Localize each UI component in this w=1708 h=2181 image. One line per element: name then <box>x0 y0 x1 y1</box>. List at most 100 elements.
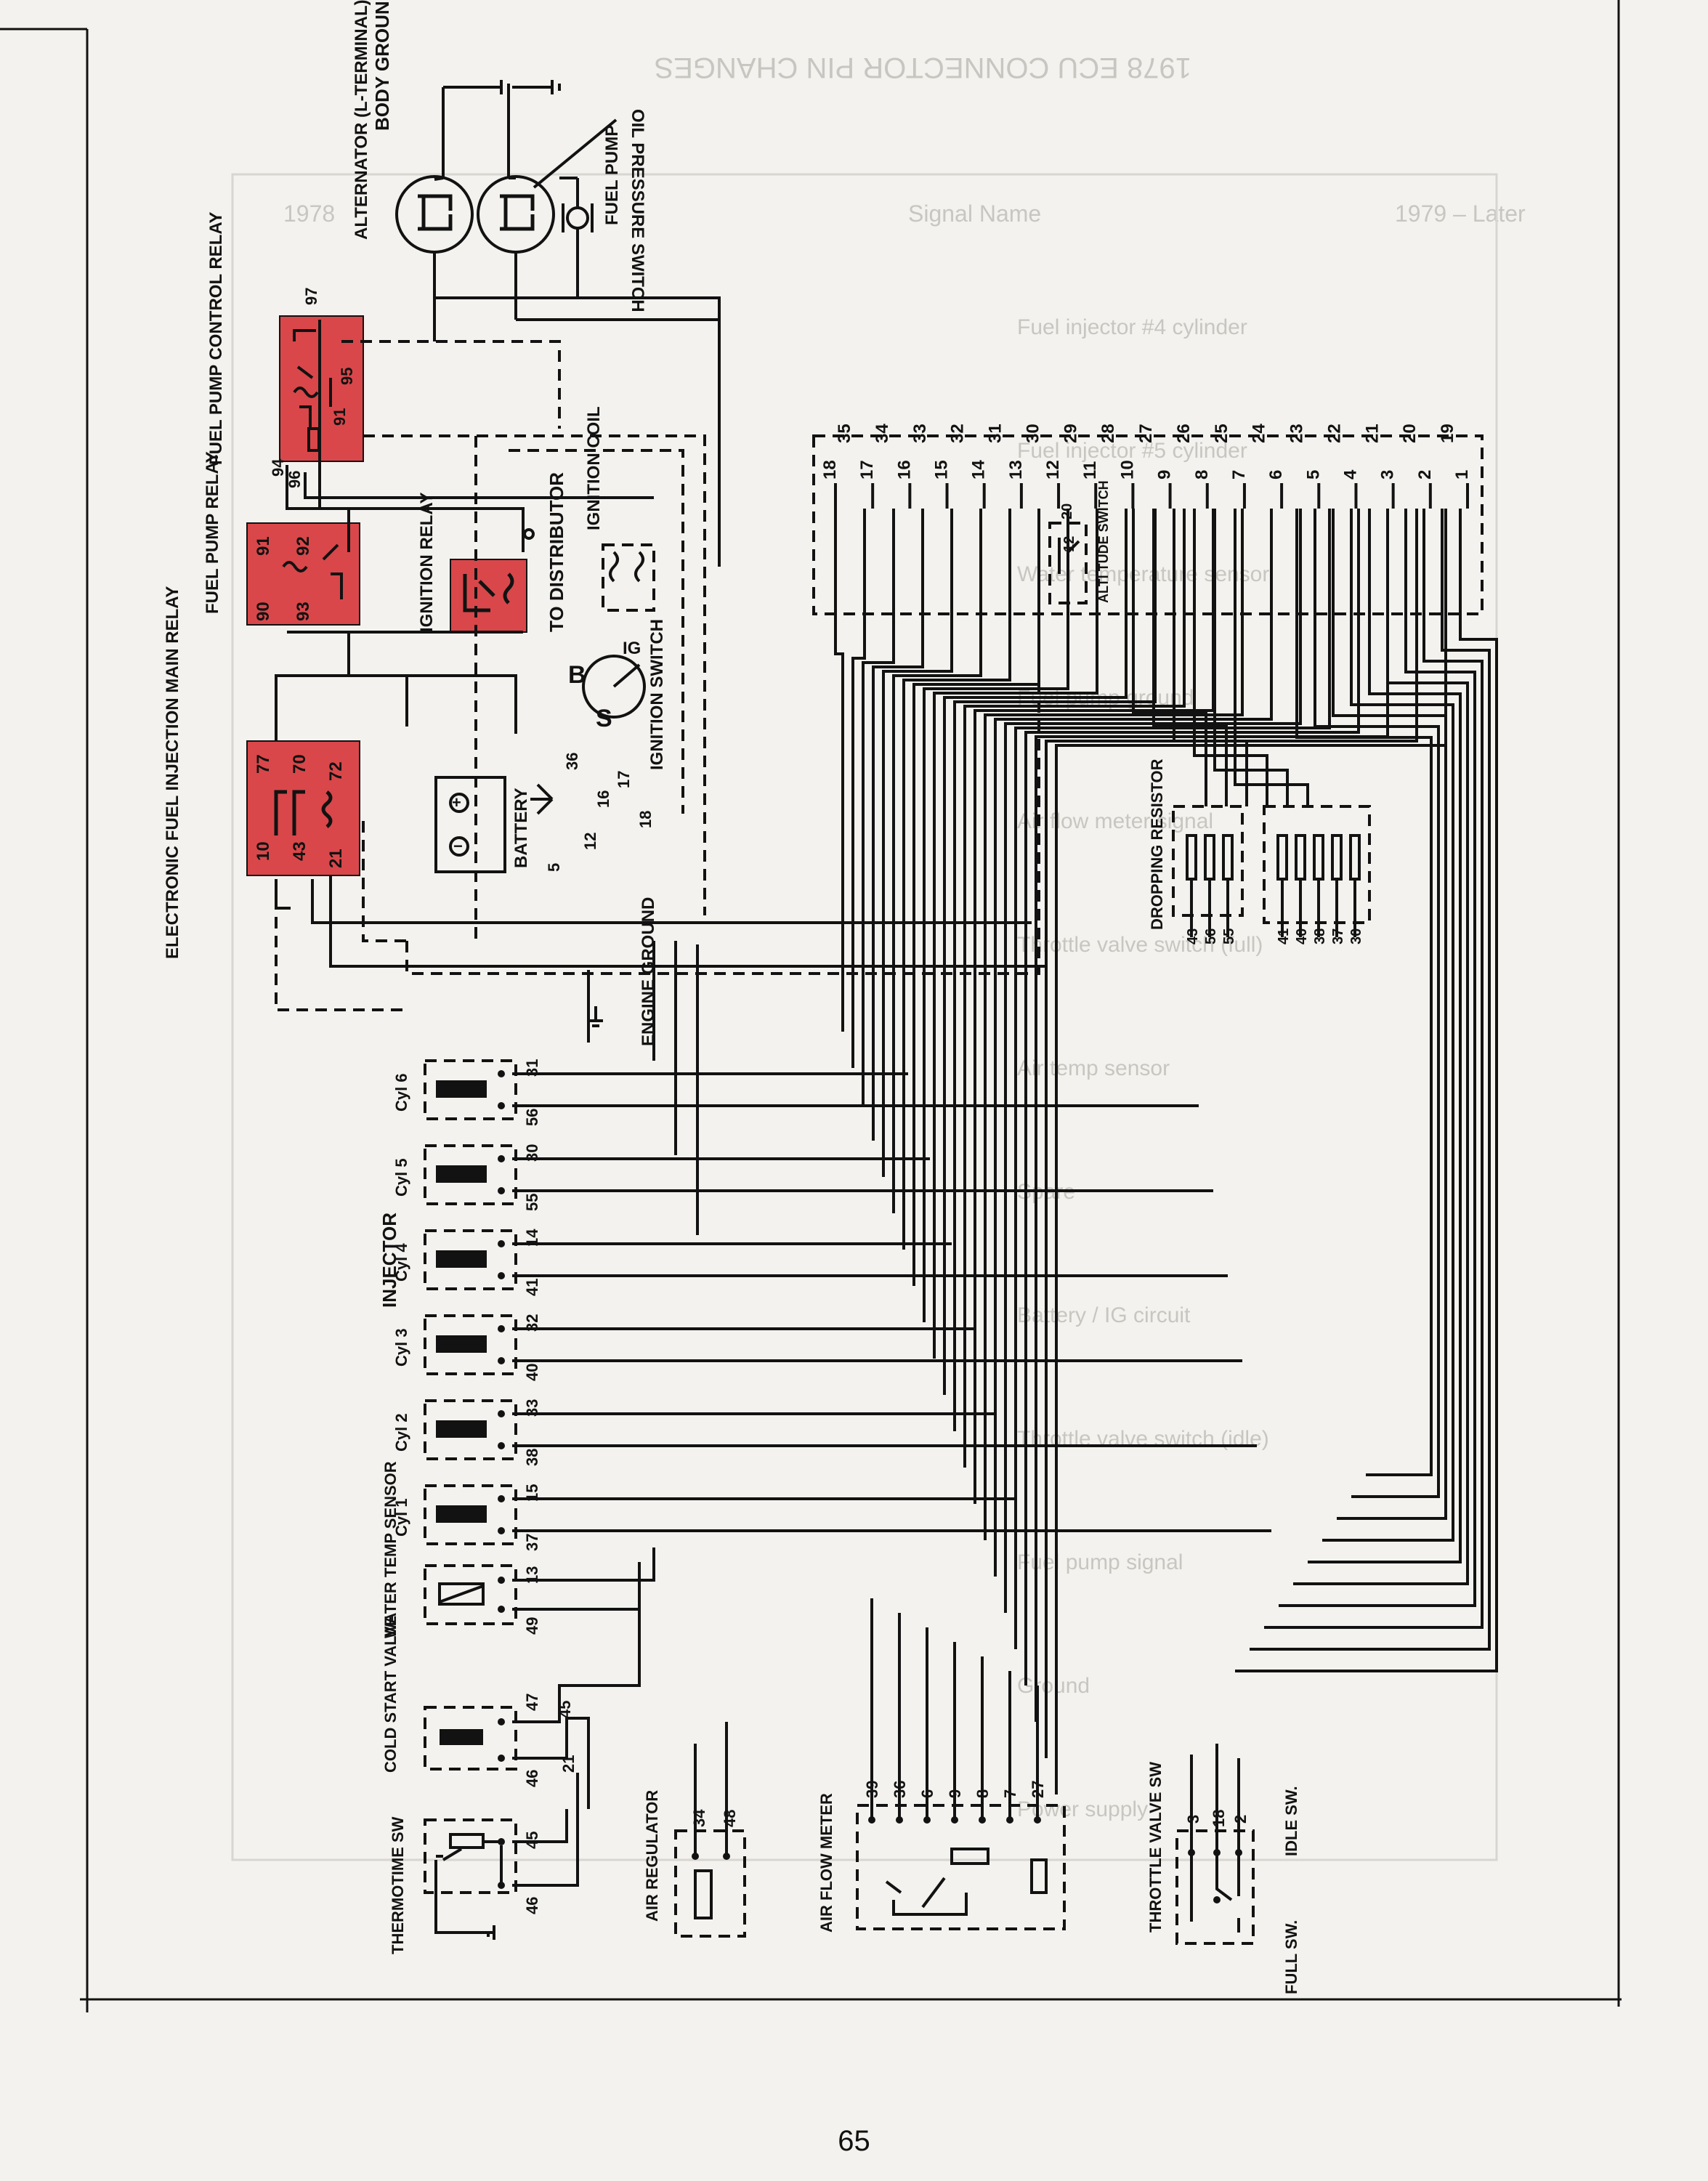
efi-main-relay-label: ELECTRONIC FUEL INJECTION MAIN RELAY <box>163 586 182 959</box>
bleed-row: Fuel injector #4 cylinder <box>1017 315 1247 339</box>
ecu-wire <box>1213 509 1289 806</box>
injector-cyl-label: Cyl 4 <box>392 1243 410 1282</box>
engine-ground: ENGINE GROUND <box>588 897 658 1046</box>
resistor <box>1313 834 1324 881</box>
ecu-wire <box>1322 509 1454 1542</box>
ecu-pin: 19 <box>1438 424 1457 443</box>
injector-coil <box>436 1505 487 1523</box>
dropping-resistor-label: DROPPING RESISTOR <box>1148 758 1166 930</box>
injector-box <box>424 1229 517 1290</box>
ecu-pin: 26 <box>1174 424 1194 443</box>
resistor <box>1331 834 1343 881</box>
throttle-valve-sw-label: THROTTLE VALVE SW <box>1146 1762 1165 1933</box>
to-distributor-label: TO DISTRIBUTOR <box>546 472 567 632</box>
battery: + − BATTERY 36 16 17 18 5 12 <box>434 753 655 873</box>
air-flow-meter-pin: 8 <box>974 1789 992 1798</box>
battery-terminal: + <box>452 793 461 812</box>
injector-cyl-label: Cyl 2 <box>392 1413 410 1452</box>
ecu-pin: 11 <box>1080 461 1100 480</box>
relay-pin: 97 <box>302 288 320 305</box>
relay-pin: 21 <box>326 849 346 868</box>
ecu-pin: 3 <box>1378 470 1398 480</box>
bleed-row: Air temp sensor <box>1017 1056 1170 1080</box>
ecu-wire <box>851 509 866 1068</box>
ecu-pin: 7 <box>1229 470 1249 480</box>
ecu-wire <box>1332 509 1447 1520</box>
alt-tude-switch-label: ALTI TUDE SWITCH <box>1096 480 1111 603</box>
dropping-resistor-pin: 56 <box>1203 928 1219 944</box>
cold-start-valve-label: COLD START VALVE <box>381 1616 400 1773</box>
battery-wire: 17 <box>615 771 633 788</box>
ecu-wire <box>1024 509 1360 1686</box>
thermotime-switch: 45 46 THERMOTIME SW <box>389 1773 579 1954</box>
ecu-pin: 24 <box>1250 424 1269 443</box>
ecu-pin: 2 <box>1415 470 1435 480</box>
air-flow-meter-pin: 39 <box>863 1781 881 1798</box>
injector-box <box>424 1484 517 1545</box>
cold-start-valve: 47 45 46 21 COLD START VALVE <box>381 1562 641 1809</box>
ignition-relay: IGNITION RELAY <box>417 493 527 633</box>
thermotime-pin: 45 <box>523 1832 541 1849</box>
idle-sw-label: IDLE SW. <box>1282 1786 1300 1856</box>
injector-pin: 40 <box>523 1364 541 1381</box>
ecu-pin: 20 <box>1400 424 1420 443</box>
injector-box <box>424 1144 517 1205</box>
air-flow-meter-label: AIR FLOW METER <box>817 1793 835 1933</box>
cold-start-pin: 47 <box>523 1694 541 1711</box>
resistor <box>1186 834 1197 881</box>
battery-wire: 18 <box>636 811 655 828</box>
injector-coil <box>436 1335 487 1353</box>
ecu-pin: 10 <box>1117 460 1137 480</box>
injector-coil <box>436 1080 487 1098</box>
ecu-pin: 34 <box>873 424 892 443</box>
relay-pin: 10 <box>254 841 273 861</box>
altitude-switch: 20 12 ALTI TUDE SWITCH <box>1048 480 1111 604</box>
bleed-row: Air flow meter signal <box>1017 809 1213 833</box>
relay-pin: 70 <box>290 754 309 774</box>
ecu-pin: 13 <box>1006 460 1026 480</box>
ecu-wire <box>1295 509 1433 1476</box>
ecu-wire <box>912 509 1040 1286</box>
ecu-pin: 4 <box>1340 469 1360 480</box>
injector-coil <box>436 1420 487 1438</box>
ecu-wire <box>1173 509 1248 806</box>
water-temp-sensor: 13 49 WATER TEMP SENSOR <box>381 1461 655 1638</box>
ecu-wire <box>984 509 1244 1540</box>
dropping-resistor-pin: 55 <box>1221 928 1237 944</box>
ecu-wire <box>892 509 982 1213</box>
ecu-wire <box>963 509 1186 1468</box>
bleed-title: 1978 ECU CONNECTOR PIN CHANGES <box>655 52 1191 84</box>
bleed-header: 1979 – Later <box>1395 201 1526 227</box>
ecu-pin: 23 <box>1287 424 1307 443</box>
relay-pin: 77 <box>254 754 273 774</box>
battery-wire: 12 <box>581 833 599 850</box>
efi-main-relay: 10 43 21 77 70 72 ELECTRONIC FUEL INJECT… <box>163 586 360 959</box>
ecu-pin: 21 <box>1362 424 1382 443</box>
ecu-pin: 35 <box>835 424 854 443</box>
ignition-switch-terminal: B <box>568 661 586 689</box>
fuel-pump-control-relay-label: FUEL PUMP CONTROL RELAY <box>206 212 226 466</box>
relay-pin: 91 <box>331 408 349 426</box>
water-temp-pin: 49 <box>523 1617 541 1635</box>
alternator: ALTERNATOR (L-TERMINAL) <box>352 0 474 341</box>
full-sw-label: FULL SW. <box>1282 1920 1300 1994</box>
bleed-row: Fuel pump signal <box>1017 1550 1183 1574</box>
injector-coil <box>436 1250 487 1268</box>
ecu-pin: 5 <box>1303 470 1323 480</box>
throttle-pin: 18 <box>1210 1810 1228 1827</box>
body-ground-label: BODY GROUND <box>371 0 393 131</box>
relay-pin: 72 <box>326 761 346 781</box>
battery-wire: 36 <box>563 753 581 770</box>
terminal-dot <box>498 1240 505 1247</box>
wiring <box>275 296 1498 1794</box>
ecu-pin: 6 <box>1266 470 1286 480</box>
dropping-resistor-pin: 30 <box>1348 928 1364 944</box>
injector-coil <box>436 1165 487 1183</box>
